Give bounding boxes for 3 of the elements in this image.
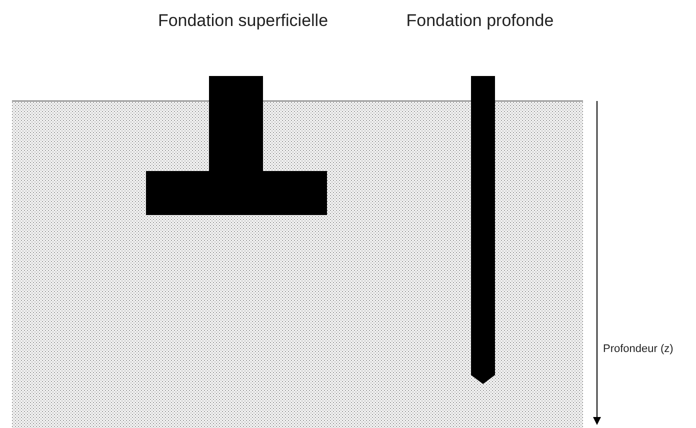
axis-label: Profondeur (z) bbox=[603, 342, 674, 357]
foundation-title: Fondation superficielle bbox=[156, 10, 330, 32]
foundation-title: Fondation profonde bbox=[405, 10, 555, 32]
